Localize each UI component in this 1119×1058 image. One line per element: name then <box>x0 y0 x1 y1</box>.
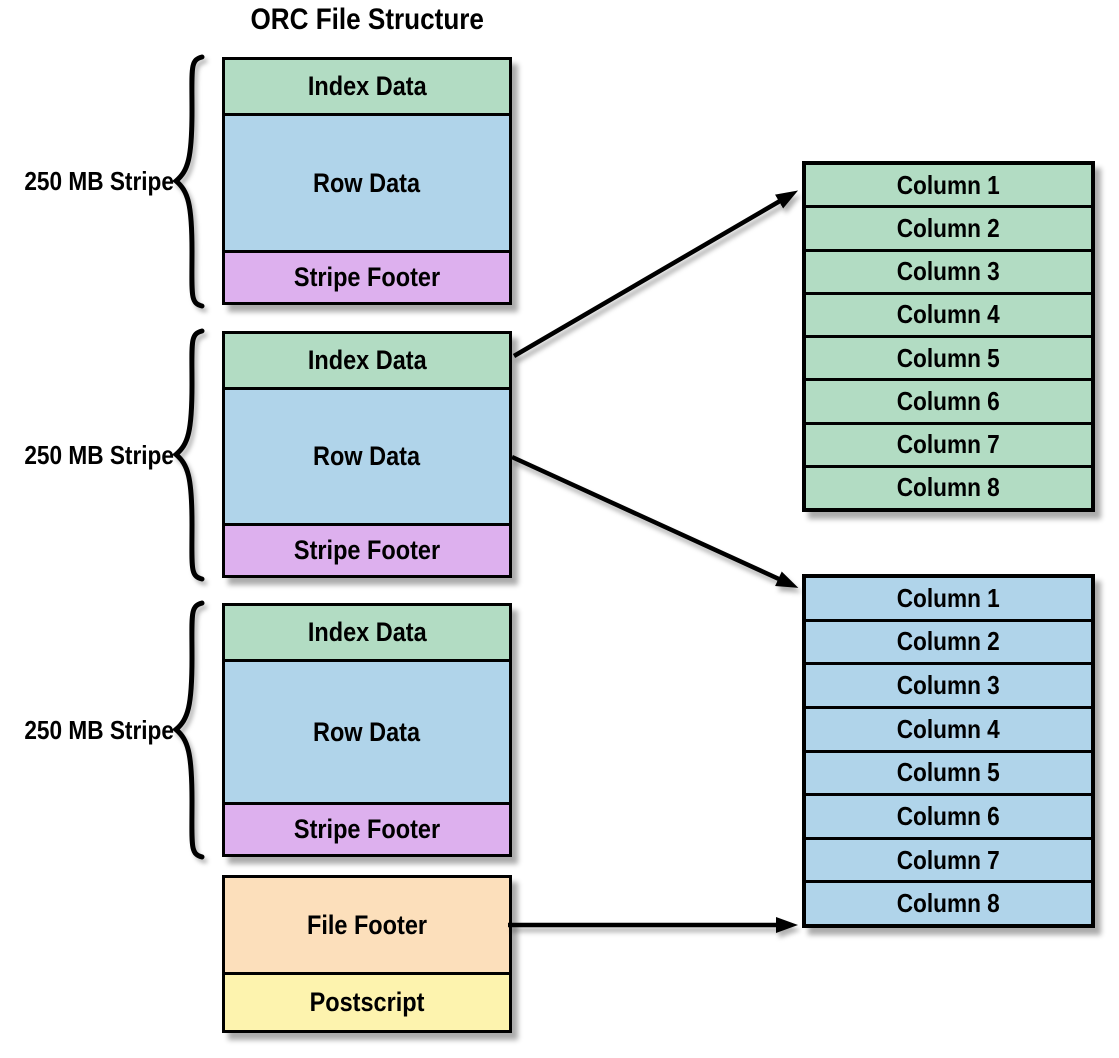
stripe3-size-label: 250 MB Stripe <box>2 713 174 747</box>
row-column-cell: Column 8 <box>806 880 1091 924</box>
index-column-cell: Column 3 <box>806 248 1091 292</box>
stripe1-stripe-footer-section: Stripe Footer <box>225 250 509 302</box>
stripe3-row-data-section: Row Data <box>225 659 509 802</box>
stripe-block-1: Index Data Row Data Stripe Footer <box>222 57 512 305</box>
index-column-cell: Column 2 <box>806 205 1091 249</box>
postscript-label: Postscript <box>309 987 425 1017</box>
stripe-block-3: Index Data Row Data Stripe Footer <box>222 603 512 857</box>
stripe1-index-data-label: Index Data <box>307 71 427 101</box>
row-column-text: Column 6 <box>896 800 1001 831</box>
row-column-text: Column 4 <box>896 713 1001 744</box>
stripe3-row-data-label: Row Data <box>313 716 421 747</box>
stripe1-row-data-label: Row Data <box>313 167 421 198</box>
row-column-cell: Column 5 <box>806 749 1091 794</box>
arrow-index-to-columns <box>512 190 799 358</box>
curly-brace-icon <box>172 600 205 860</box>
stripe1-size-label: 250 MB Stripe <box>2 164 174 198</box>
stripe2-size-text: 250 MB Stripe <box>24 440 174 470</box>
stripe3-stripe-footer-section: Stripe Footer <box>225 802 509 854</box>
index-column-cell: Column 1 <box>806 165 1091 206</box>
stripe2-stripe-footer-label: Stripe Footer <box>293 535 441 565</box>
index-column-cell: Column 6 <box>806 378 1091 422</box>
row-column-text: Column 2 <box>896 626 1001 657</box>
stripe3-size-text: 250 MB Stripe <box>24 715 174 745</box>
index-column-text: Column 8 <box>896 472 1001 503</box>
stripe-block-2: Index Data Row Data Stripe Footer <box>222 331 512 578</box>
index-column-text: Column 6 <box>896 385 1001 416</box>
row-column-text: Column 1 <box>896 582 1001 613</box>
curly-brace-icon <box>172 54 205 309</box>
index-column-text: Column 7 <box>896 429 1001 460</box>
stripe1-size-text: 250 MB Stripe <box>24 166 174 196</box>
index-column-text: Column 1 <box>896 169 1001 200</box>
row-column-cell: Column 1 <box>806 578 1091 619</box>
index-column-cell: Column 4 <box>806 291 1091 335</box>
postscript-section: Postscript <box>225 972 509 1030</box>
stripe2-stripe-footer-section: Stripe Footer <box>225 523 509 575</box>
row-column-cell: Column 3 <box>806 662 1091 706</box>
diagram-title: ORC File Structure <box>222 3 512 37</box>
arrow-rowdata-to-columns <box>511 454 799 588</box>
stripe2-index-data-section: Index Data <box>225 334 509 387</box>
stripe3-stripe-footer-label: Stripe Footer <box>293 814 441 844</box>
row-column-stack: Column 1 Column 2 Column 3 Column 4 Colu… <box>802 574 1095 928</box>
row-column-cell: Column 2 <box>806 618 1091 663</box>
file-footer-section: File Footer <box>225 878 509 972</box>
row-column-text: Column 7 <box>896 844 1001 875</box>
curly-brace-icon <box>172 328 205 582</box>
stripe3-index-data-section: Index Data <box>225 606 509 659</box>
index-column-text: Column 4 <box>896 299 1001 330</box>
index-column-cell: Column 7 <box>806 421 1091 465</box>
row-column-text: Column 8 <box>896 888 1001 919</box>
index-column-stack: Column 1 Column 2 Column 3 Column 4 Colu… <box>802 161 1095 512</box>
row-column-text: Column 5 <box>896 757 1001 788</box>
stripe1-row-data-section: Row Data <box>225 113 509 250</box>
stripe1-stripe-footer-label: Stripe Footer <box>293 262 441 292</box>
stripe2-row-data-section: Row Data <box>225 387 509 523</box>
index-column-text: Column 3 <box>896 256 1001 287</box>
index-column-text: Column 2 <box>896 212 1001 243</box>
file-footer-block: File Footer Postscript <box>222 875 512 1033</box>
row-column-text: Column 3 <box>896 670 1001 701</box>
diagram-title-text: ORC File Structure <box>250 3 484 36</box>
row-column-cell: Column 6 <box>806 793 1091 837</box>
stripe2-row-data-label: Row Data <box>313 441 421 471</box>
stripe2-size-label: 250 MB Stripe <box>2 438 174 472</box>
stripe3-index-data-label: Index Data <box>307 617 427 647</box>
index-column-cell: Column 8 <box>806 464 1091 508</box>
file-footer-label: File Footer <box>306 909 428 940</box>
stripe1-index-data-section: Index Data <box>225 60 509 113</box>
index-column-cell: Column 5 <box>806 335 1091 379</box>
stripe2-index-data-label: Index Data <box>307 345 427 375</box>
row-column-cell: Column 7 <box>806 836 1091 881</box>
index-column-text: Column 5 <box>896 342 1001 373</box>
row-column-cell: Column 4 <box>806 705 1091 750</box>
